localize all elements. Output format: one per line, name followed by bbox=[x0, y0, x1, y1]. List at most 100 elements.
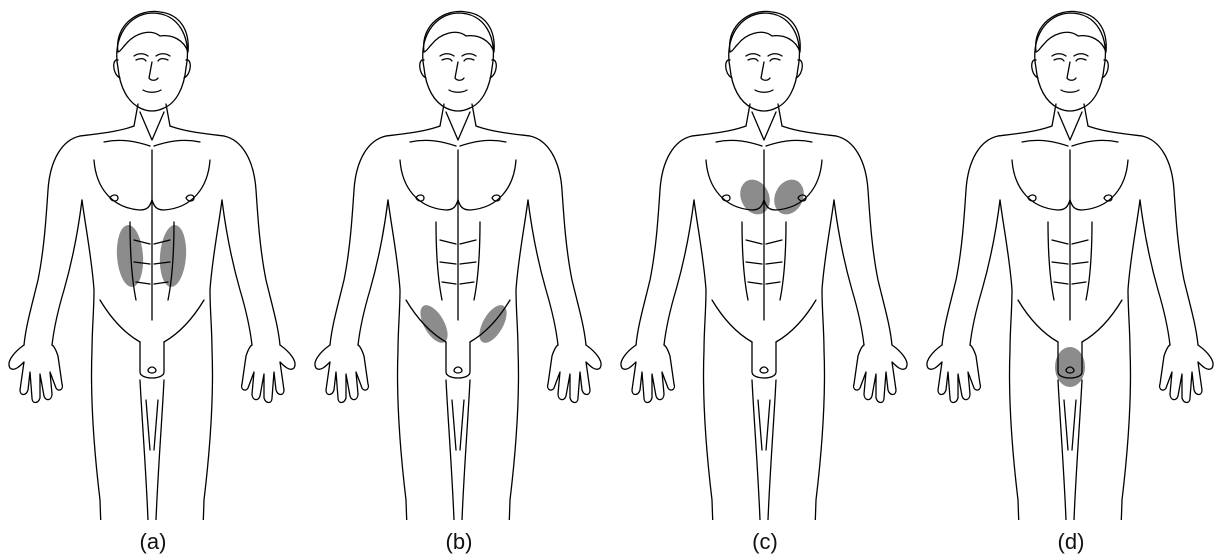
body-outline-stroke bbox=[1058, 112, 1082, 140]
body-outline-stroke bbox=[1128, 200, 1140, 350]
body-outline-stroke bbox=[315, 345, 368, 403]
body-outline-stroke bbox=[397, 350, 408, 520]
body-outline-stroke bbox=[768, 54, 782, 56]
body-outline-stroke bbox=[1061, 90, 1079, 92]
body-outline-stroke bbox=[242, 345, 295, 403]
body-outline-stroke bbox=[222, 200, 252, 345]
body-outline-stroke bbox=[748, 59, 758, 61]
body-outline-stroke bbox=[440, 262, 456, 264]
body-outline-stroke bbox=[462, 380, 470, 520]
body-outline-stroke bbox=[460, 262, 476, 264]
body-outline-stroke bbox=[1072, 400, 1076, 450]
body-outline-stroke bbox=[82, 200, 94, 350]
body-outline-stroke bbox=[166, 104, 170, 126]
body-outline-stroke bbox=[836, 136, 892, 345]
body-outline-stroke bbox=[24, 136, 80, 345]
body-outline-stroke bbox=[118, 11, 189, 52]
body-outline-stroke bbox=[330, 136, 386, 345]
body-outline-stroke bbox=[454, 367, 462, 373]
body-outline-stroke bbox=[755, 90, 773, 92]
body-outline-stroke bbox=[768, 380, 776, 520]
body-outline-stroke bbox=[1054, 59, 1064, 61]
body-outline-stroke bbox=[80, 126, 134, 136]
body-outline-stroke bbox=[530, 136, 586, 345]
body-outline-stroke bbox=[476, 126, 530, 136]
body-outline-drawing bbox=[0, 0, 306, 520]
body-outline-stroke bbox=[1072, 140, 1118, 146]
body-outline-stroke bbox=[694, 200, 706, 350]
body-outline-stroke bbox=[170, 126, 224, 136]
body-outline-stroke bbox=[766, 282, 780, 284]
body-outline-stroke bbox=[156, 54, 170, 56]
body-outline-stroke bbox=[1072, 282, 1086, 284]
body-outline-stroke bbox=[460, 240, 476, 244]
body-outline-stroke bbox=[1072, 262, 1088, 264]
body-outline-stroke bbox=[998, 126, 1052, 136]
body-outline-stroke bbox=[1036, 11, 1107, 52]
body-outline-stroke bbox=[746, 104, 750, 126]
body-outline-stroke bbox=[91, 350, 102, 520]
body-outline-stroke bbox=[636, 136, 692, 345]
body-outline-stroke bbox=[770, 59, 780, 61]
body-outline-stroke bbox=[1074, 380, 1082, 520]
body-outline-stroke bbox=[202, 350, 213, 520]
body-outline-drawing bbox=[612, 0, 918, 520]
body-outline-stroke bbox=[1012, 160, 1070, 210]
body-outline-stroke bbox=[822, 200, 834, 350]
body-outline-stroke bbox=[834, 200, 864, 345]
body-outline-stroke bbox=[164, 300, 204, 342]
body-outline-stroke bbox=[449, 90, 467, 92]
body-outline-stroke bbox=[780, 222, 786, 300]
body-outline-stroke bbox=[410, 140, 456, 146]
body-outline-stroke bbox=[776, 300, 816, 342]
body-outline-stroke bbox=[1142, 136, 1198, 345]
body-outline-stroke bbox=[224, 136, 280, 345]
body-outline-drawing bbox=[918, 0, 1224, 520]
body-outline-stroke bbox=[149, 62, 158, 80]
body-outline-stroke bbox=[1052, 262, 1068, 264]
body-outline-stroke bbox=[1082, 300, 1122, 342]
body-outline-stroke bbox=[1052, 54, 1066, 56]
body-outline-stroke bbox=[1022, 140, 1068, 146]
body-outline-stroke bbox=[460, 140, 506, 146]
body-outline-stroke bbox=[516, 200, 528, 350]
body-outline-stroke bbox=[746, 54, 760, 56]
body-outline-stroke bbox=[1086, 222, 1092, 300]
body-outline-stroke bbox=[140, 380, 148, 520]
figure-panel: (b) bbox=[306, 0, 612, 558]
body-outline-stroke bbox=[1120, 350, 1131, 520]
body-outline-stroke bbox=[1064, 400, 1068, 450]
body-outline-stroke bbox=[927, 345, 980, 403]
body-outline-stroke bbox=[814, 350, 825, 520]
body-outline-stroke bbox=[442, 282, 456, 284]
body-outline-stroke bbox=[854, 345, 907, 403]
body-outline-stroke bbox=[134, 104, 138, 126]
body-outline-stroke bbox=[455, 62, 464, 80]
body-outline-stroke bbox=[464, 59, 474, 61]
body-outline-stroke bbox=[386, 126, 440, 136]
body-outline-stroke bbox=[424, 11, 495, 52]
body-outline-stroke bbox=[746, 262, 762, 264]
body-outline-stroke bbox=[942, 136, 998, 345]
body-outline-stroke bbox=[1000, 200, 1012, 350]
highlight-region bbox=[769, 175, 810, 219]
body-outline-stroke bbox=[782, 126, 836, 136]
body-outline-stroke bbox=[1072, 240, 1088, 244]
body-outline-stroke bbox=[548, 345, 601, 403]
highlight-region bbox=[735, 175, 776, 219]
body-outline-stroke bbox=[1140, 200, 1170, 345]
panel-caption: (b) bbox=[306, 529, 612, 555]
body-outline-stroke bbox=[742, 222, 748, 300]
body-outline-stroke bbox=[1076, 59, 1086, 61]
body-outline-stroke bbox=[100, 300, 140, 342]
body-outline-stroke bbox=[664, 200, 694, 345]
body-outline-stroke bbox=[1084, 104, 1088, 126]
body-outline-stroke bbox=[712, 300, 752, 342]
body-outline-stroke bbox=[1052, 104, 1056, 126]
body-outline-stroke bbox=[508, 350, 519, 520]
body-outline-stroke bbox=[94, 160, 152, 210]
body-outline-stroke bbox=[136, 282, 150, 284]
body-outline-stroke bbox=[748, 282, 762, 284]
panel-caption: (c) bbox=[612, 529, 918, 555]
body-outline-stroke bbox=[358, 200, 388, 345]
